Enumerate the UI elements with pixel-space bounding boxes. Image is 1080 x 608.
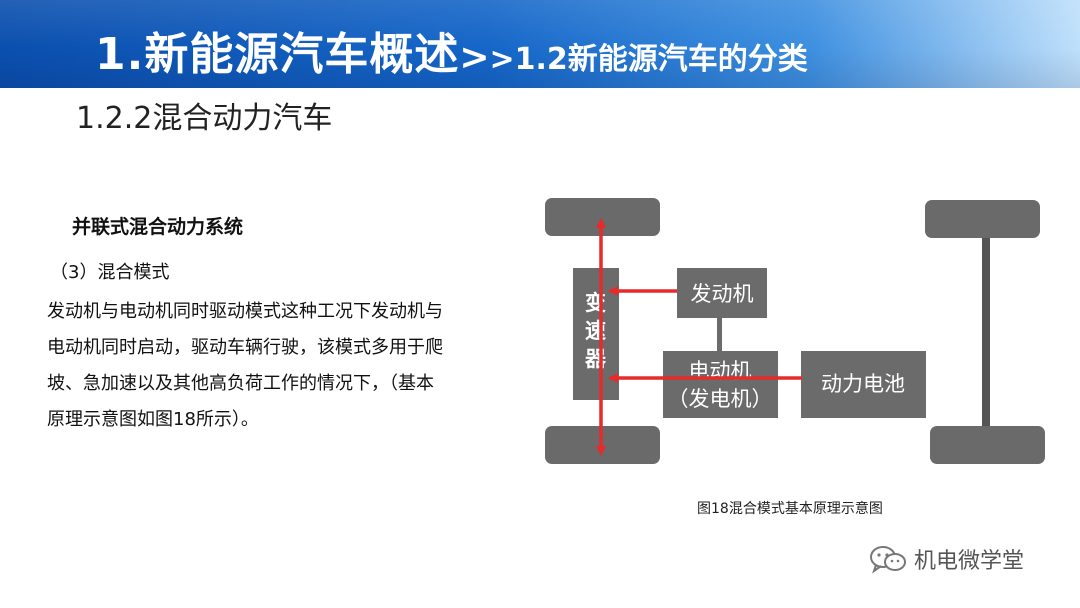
front-left-wheel [545, 198, 660, 236]
rear-right-wheel [930, 426, 1045, 464]
description-line: 坡、急加速以及其他高负荷工作的情况下，（基本 [47, 373, 434, 394]
hybrid-mode-diagram: 变 速 器 发动机 电动机 （发电机） 动力电池 [545, 198, 1045, 464]
section-title: 并联式混合动力系统 [72, 216, 244, 238]
description-line: 原理示意图如图18所示）。 [47, 409, 259, 430]
transmission-label-char: 变 [585, 291, 606, 315]
engine-block [677, 268, 767, 318]
header-title-sub: >1.2新能源汽车的分类 [489, 42, 808, 77]
engine-label: 发动机 [691, 282, 754, 306]
header-title-separator: > [459, 37, 490, 78]
description-line: 电动机同时启动，驱动车辆行驶，该模式多用于爬 [47, 337, 443, 358]
header-title-main: 1.新能源汽车概述 [95, 29, 460, 80]
page-subtitle: 1.2.2混合动力汽车 [76, 101, 333, 136]
engine-motor-link [717, 318, 722, 351]
battery-block [801, 351, 926, 418]
header-title: 1.新能源汽车概述>>1.2新能源汽车的分类 [95, 18, 808, 82]
motor-label-line2: （发电机） [668, 387, 773, 411]
description-line: 发动机与电动机同时驱动模式这种工况下发动机与 [47, 301, 443, 322]
motor-generator-block [663, 351, 778, 418]
description-text: 发动机与电动机同时驱动模式这种工况下发动机与 电动机同时启动，驱动车辆行驶，该模… [47, 294, 497, 438]
battery-label: 动力电池 [821, 372, 905, 396]
rear-axle [982, 220, 990, 430]
diagram-caption: 图18混合模式基本原理示意图 [697, 501, 883, 517]
wechat-icon [870, 546, 906, 574]
transmission-label-char: 速 [585, 319, 606, 343]
mode-label: （3）混合模式 [50, 262, 170, 283]
watermark: 机电微学堂 [868, 543, 1024, 575]
transmission-label-char: 器 [584, 347, 607, 371]
header-banner: 1.新能源汽车概述>>1.2新能源汽车的分类 [0, 0, 1080, 88]
watermark-text: 机电微学堂 [914, 549, 1025, 574]
header-sheen [0, 0, 1080, 88]
rear-left-wheel [925, 200, 1040, 238]
